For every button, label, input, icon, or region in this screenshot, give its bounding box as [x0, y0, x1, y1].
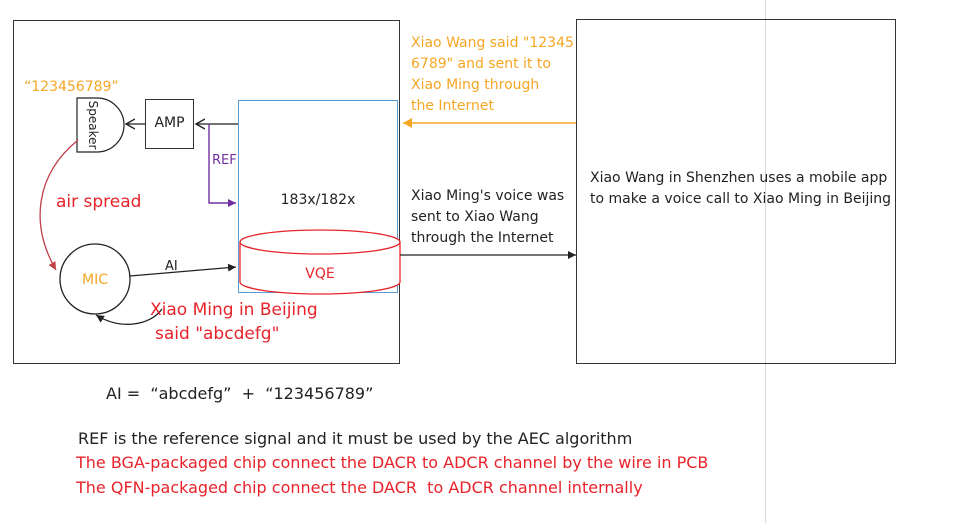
remote-line: to make a voice call to Xiao Ming in Bei…	[590, 191, 892, 207]
speaker-label: Speaker	[86, 100, 100, 150]
outgoing-line: sent to Xiao Wang	[411, 209, 539, 225]
qfn-note: The QFN-packaged chip connect the DACR t…	[76, 478, 643, 497]
chip-label: 183x/182x	[280, 192, 356, 208]
ai-label: AI	[165, 259, 178, 274]
incoming-line: Xiao Ming through	[411, 77, 540, 93]
equation-text: AI = “abcdefg” + “123456789”	[106, 384, 374, 403]
incoming-line: Xiao Wang said "12345	[411, 35, 574, 51]
mic-circle	[59, 243, 131, 315]
amp-label: AMP	[154, 115, 185, 131]
incoming-line: 6789" and sent it to	[411, 56, 551, 72]
outgoing-line: through the Internet	[411, 230, 554, 246]
amp-box	[145, 99, 194, 149]
incoming-line: the Internet	[411, 98, 495, 114]
mic-label: MIC	[82, 272, 108, 288]
bga-note: The BGA-packaged chip connect the DACR t…	[76, 453, 709, 472]
device-frame	[13, 20, 400, 364]
speech-return-curve	[95, 308, 163, 325]
guide-line	[765, 0, 766, 523]
remote-phone-frame	[576, 19, 896, 364]
quoted-number-label: “123456789”	[24, 79, 119, 95]
ref-loop-wire	[208, 124, 236, 207]
ref-label: REF	[212, 153, 237, 168]
beijing-caption-line1: Xiao Ming in Beijing	[150, 300, 318, 320]
outgoing-line: Xiao Ming's voice was	[411, 188, 565, 204]
remote-phone-description: Xiao Wang in Shenzhen uses a mobile app …	[590, 168, 891, 210]
beijing-caption: Xiao Ming in Beijing said "abcdefg"	[150, 298, 318, 346]
air-spread-curve	[39, 139, 79, 271]
speaker-shape	[76, 97, 125, 153]
ref-note: REF is the reference signal and it must …	[78, 429, 633, 448]
incoming-description: Xiao Wang said "12345 6789" and sent it …	[411, 33, 574, 117]
vqe-label: VQE	[305, 266, 335, 282]
outgoing-description: Xiao Ming's voice was sent to Xiao Wang …	[411, 186, 564, 249]
ai-wire	[129, 263, 237, 277]
vqe-cylinder	[239, 229, 401, 295]
beijing-caption-line2: said "abcdefg"	[155, 324, 280, 344]
air-spread-label: air spread	[56, 192, 142, 212]
remote-line: Xiao Wang in Shenzhen uses a mobile app	[590, 170, 888, 186]
